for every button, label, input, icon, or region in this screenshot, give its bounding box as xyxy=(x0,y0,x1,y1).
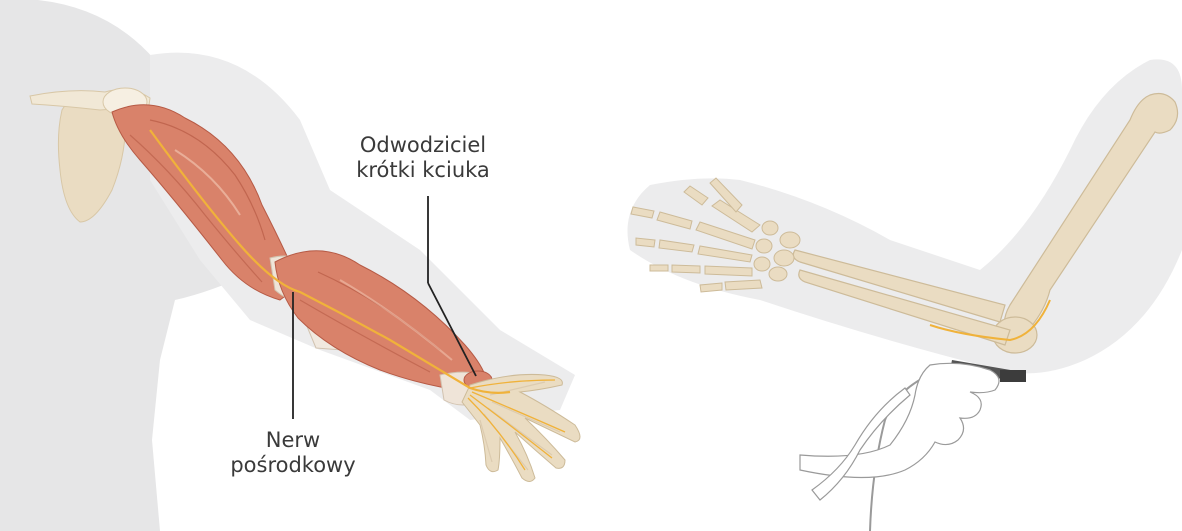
median-nerve-label-line1: Nerw xyxy=(218,428,368,453)
abductor-label-line1: Odwodziciel xyxy=(338,133,508,158)
abductor-label-line2: krótki kciuka xyxy=(338,158,508,183)
median-nerve-label-line2: pośrodkowy xyxy=(218,453,368,478)
examiner-hand xyxy=(800,363,999,500)
arm-skeleton xyxy=(628,59,1182,373)
abductor-pollicis-brevis-label: Odwodziciel krótki kciuka xyxy=(338,133,508,183)
median-nerve-label: Nerw pośrodkowy xyxy=(218,428,368,478)
